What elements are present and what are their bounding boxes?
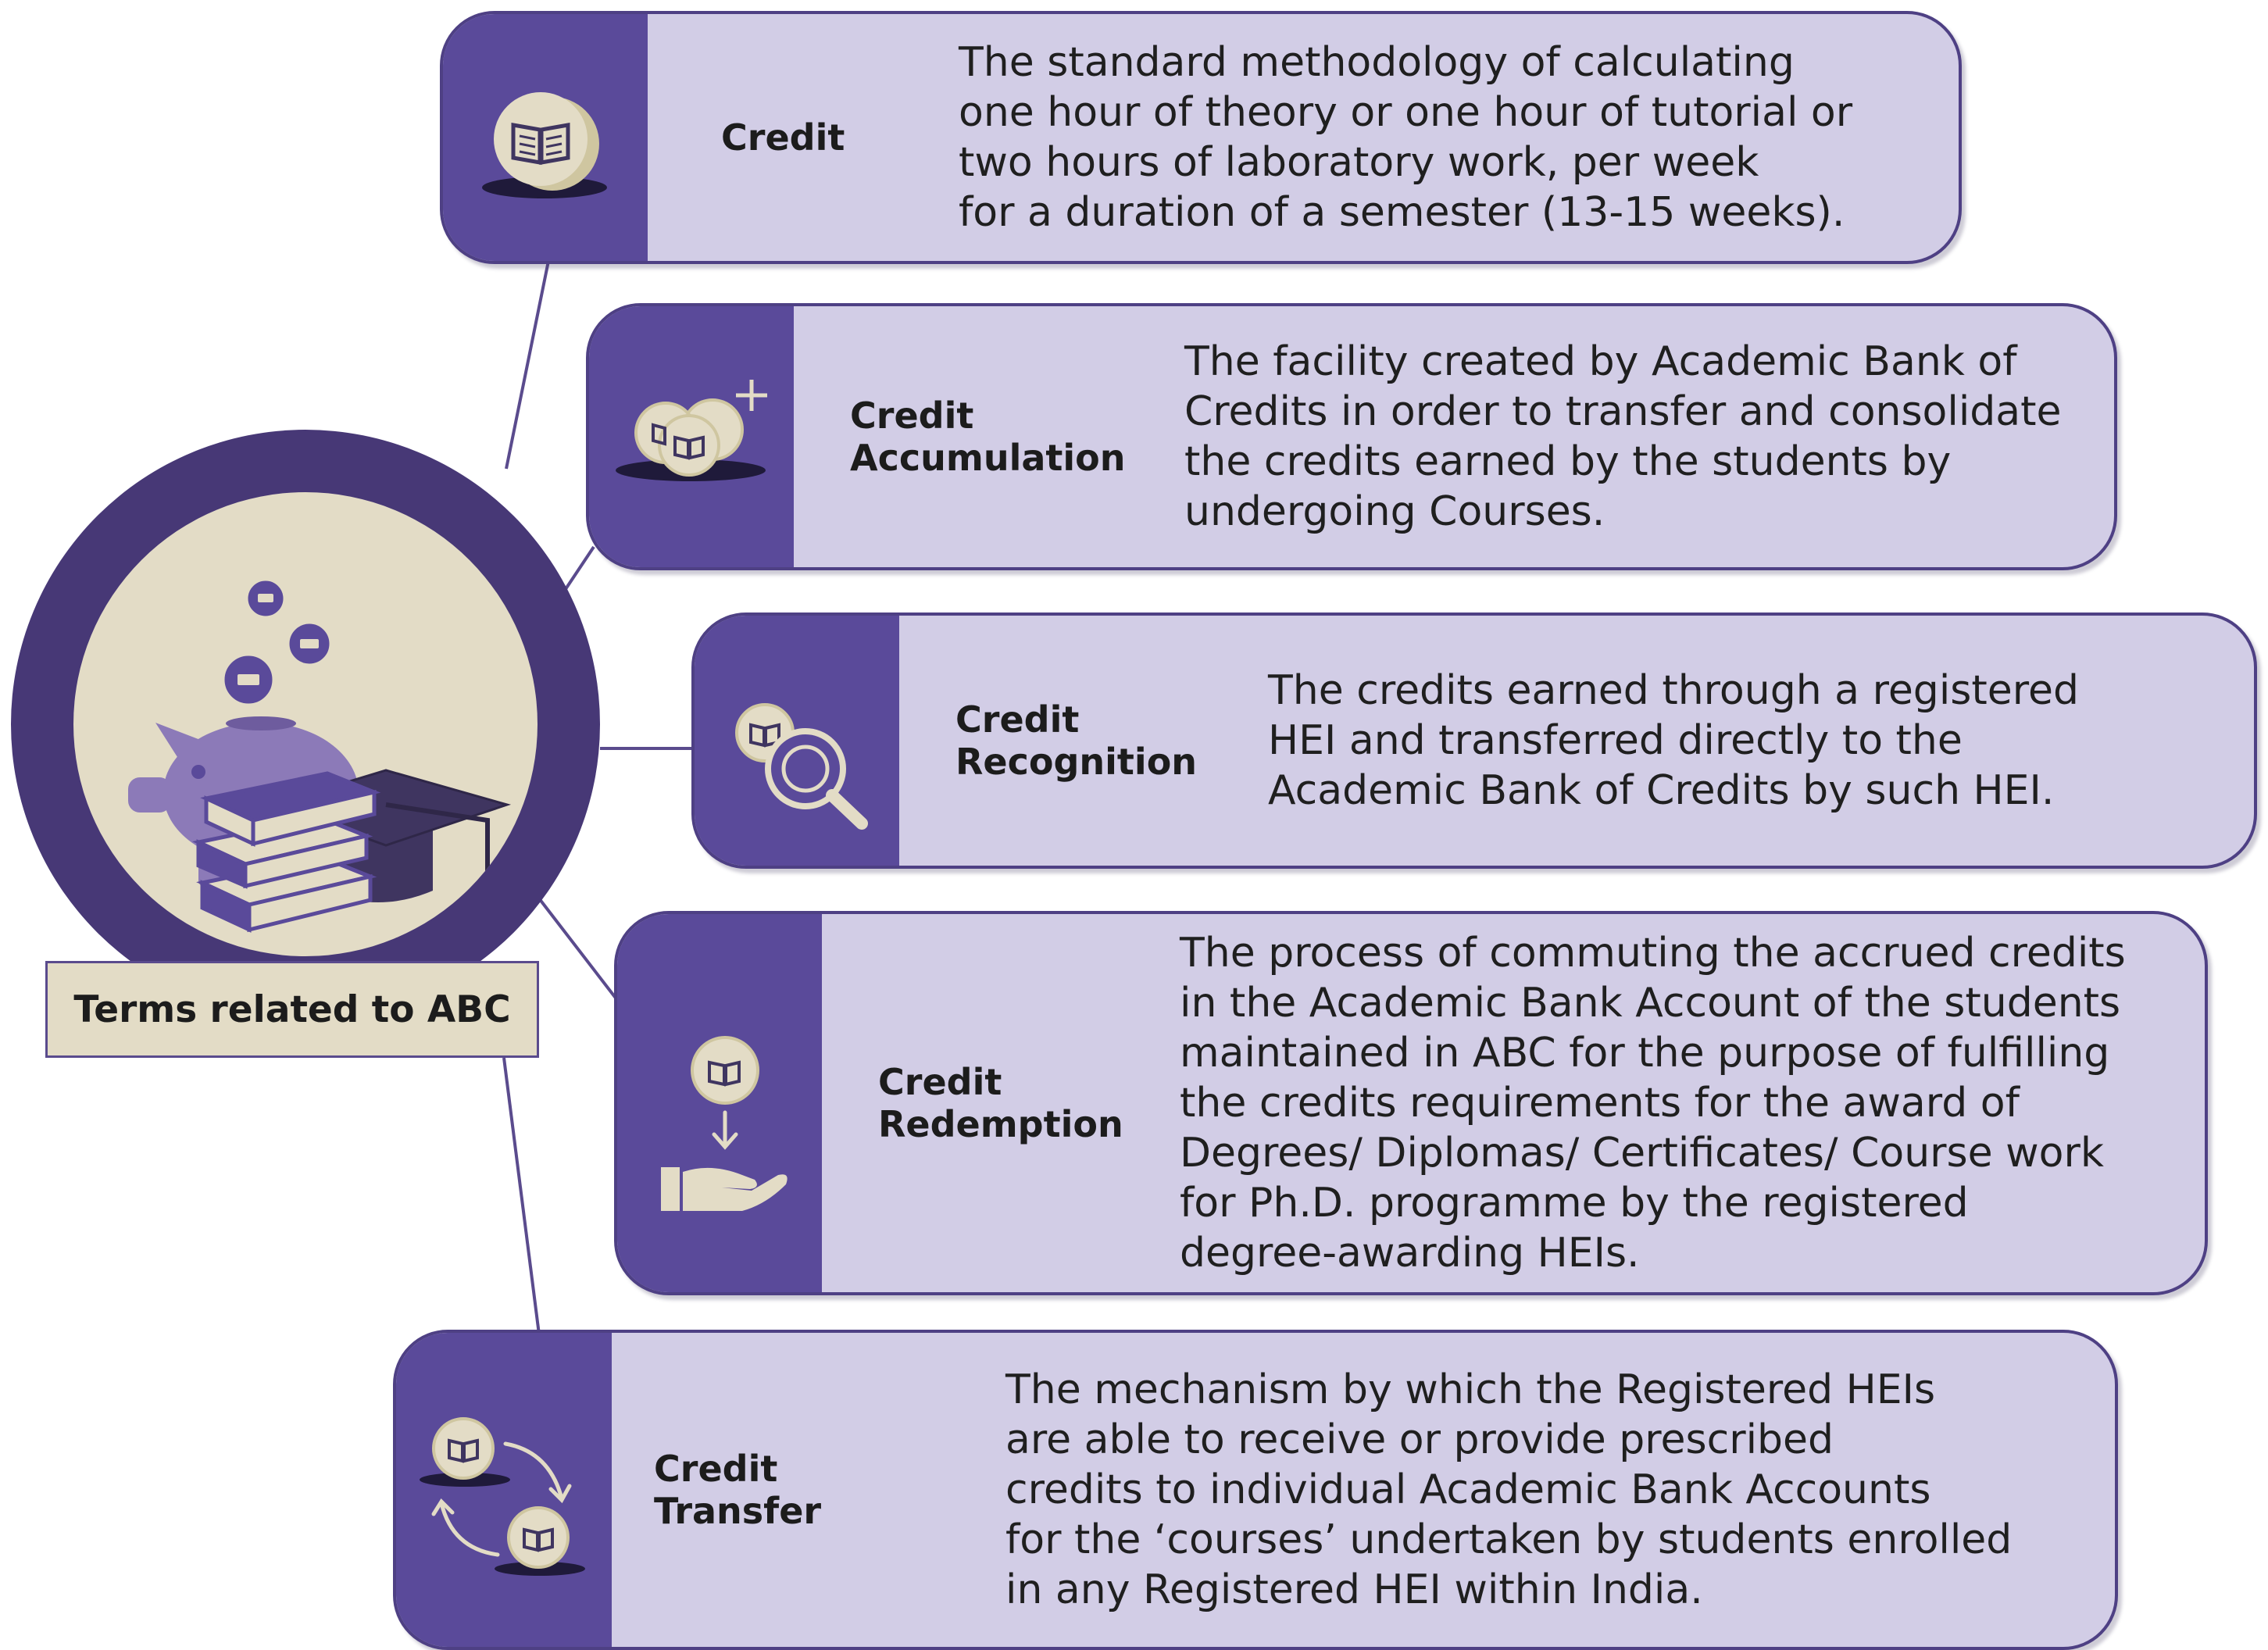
term-card-credit: Credit The standard methodology of calcu…: [440, 11, 1962, 264]
term-card-credit-transfer: Credit Transfer The mechanism by which t…: [393, 1330, 2118, 1650]
term-title: Credit Recognition: [955, 698, 1198, 783]
hub-label: Terms related to ABC: [45, 961, 539, 1058]
hub-circle: [11, 430, 600, 1019]
term-title: Credit Transfer: [654, 1448, 822, 1532]
coin-magnifier-icon: [735, 703, 868, 830]
term-description: The credits earned through a registered …: [1268, 667, 2079, 814]
icon-panel: [617, 914, 822, 1292]
book-coin-icon: [482, 92, 607, 198]
term-card-credit-accumulation: Credit Accumulation The facility created…: [586, 303, 2117, 570]
term-description: The mechanism by which the Registered HE…: [1005, 1366, 2013, 1613]
coin-to-hand-icon: [661, 1036, 788, 1211]
term-description: The facility created by Academic Bank of…: [1184, 338, 2062, 535]
connector-redemption: [538, 897, 619, 1002]
coin-exchange-icon: [420, 1417, 585, 1576]
icon-panel: [443, 14, 648, 261]
term-card-credit-recognition: Credit Recognition The credits earned th…: [691, 612, 2257, 869]
term-title: Credit Redemption: [878, 1061, 1123, 1145]
icon-panel: [589, 306, 794, 567]
book-stack-icon: [192, 771, 381, 933]
term-description: The process of commuting the accrued cre…: [1180, 930, 2126, 1277]
term-card-credit-redemption: Credit Redemption The process of commuti…: [614, 911, 2208, 1295]
connector-transfer: [502, 1057, 541, 1335]
term-title: Credit: [721, 116, 845, 159]
term-title: Credit Accumulation: [850, 395, 1126, 479]
stacked-coins-plus-icon: [616, 380, 767, 481]
icon-panel: [396, 1333, 612, 1647]
connector-credit: [505, 260, 550, 470]
connector-accumulation: [561, 545, 595, 595]
icon-panel: [695, 616, 899, 866]
hub-illustration: [73, 492, 538, 956]
term-description: The standard methodology of calculating …: [959, 39, 1853, 236]
